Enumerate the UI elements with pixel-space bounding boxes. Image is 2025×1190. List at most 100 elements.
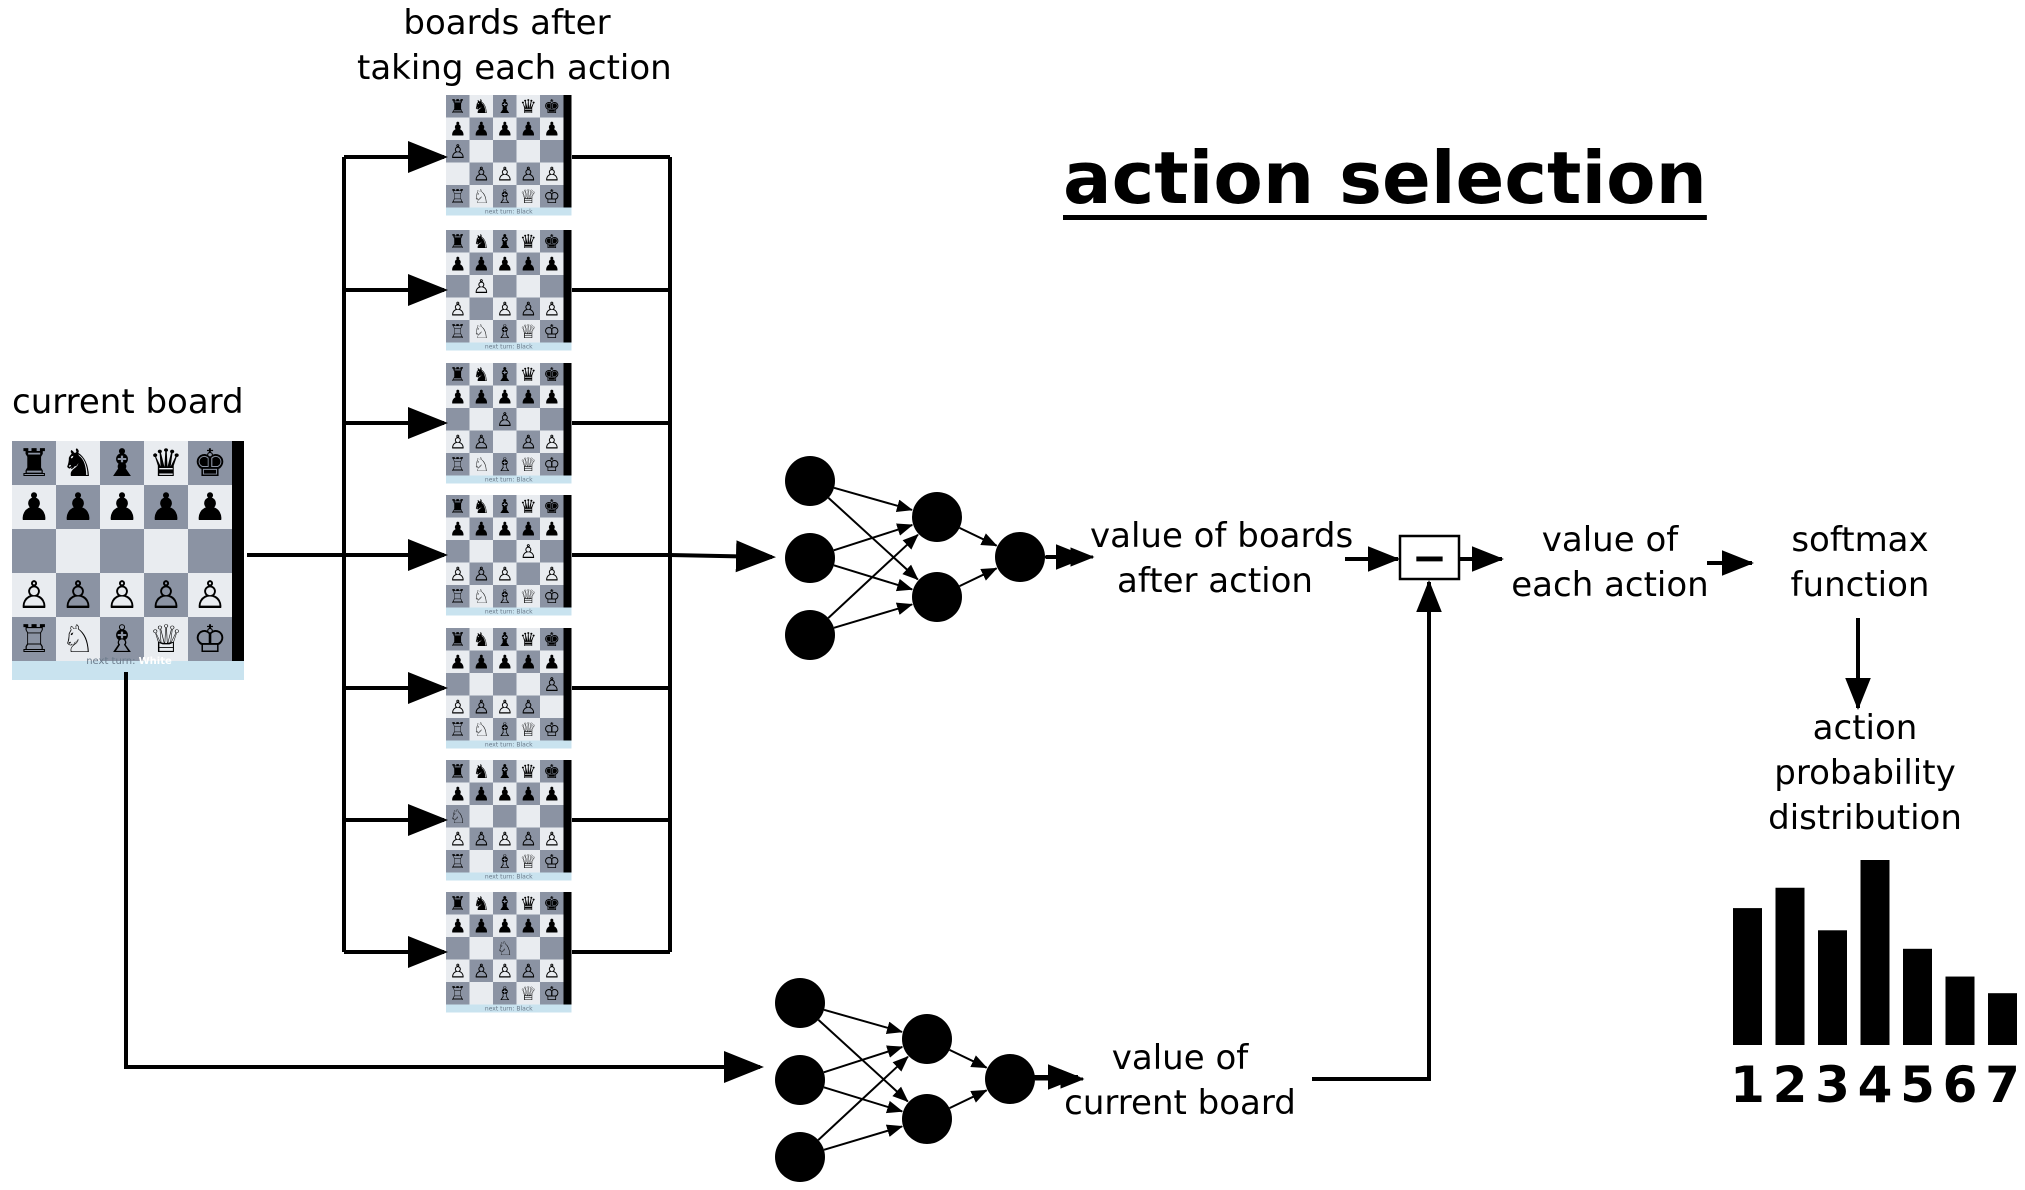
value-current-label-line2: current board [1064,1083,1296,1123]
board-after-action-4-footer-strip [446,607,572,616]
board-after-action-7-square [540,914,564,937]
arrow-current-to-minus [1312,580,1442,1081]
value-after-label-line2: after action [1117,561,1313,601]
current-board-footer-strip [12,661,244,680]
current-board-square [56,485,100,529]
board-after-action-6-piece: ♙ [543,829,560,851]
current-board-square [100,441,144,485]
board-after-action-4-square [540,562,564,585]
board-after-action-6-square [540,805,564,828]
board-after-action-5-footer: next turn: Black [485,742,533,749]
board-after-action-4-square [446,585,470,608]
board-after-action-2-square [516,320,540,343]
board-after-action-2-piece: ♖ [449,321,466,343]
board-after-action-4-piece: ♟ [473,519,490,541]
board-after-action-7-square [469,892,493,915]
board-after-action-2-square [516,230,540,253]
board-after-action-3-piece: ♕ [520,454,537,476]
board-after-action-2-piece: ♟ [449,254,466,276]
net-top-node [995,532,1045,582]
current-board-square [100,573,144,617]
net-top-node [785,456,835,506]
bar-label-6: 6 [1942,1056,1978,1114]
bar-label-7: 7 [1985,1056,2020,1114]
board-after-action-6-square [469,827,493,850]
board-after-action-5-square [493,628,517,651]
net-bottom-edge [823,1045,904,1074]
board-after-action-6-square [516,827,540,850]
probability-bar-7 [1988,993,2017,1045]
board-after-action-2-square [540,320,564,343]
board-after-action-6-square [446,850,470,873]
board-after-action-4-piece: ♘ [473,586,490,608]
board-after-action-6-square [516,782,540,805]
board-after-action-6-piece: ♟ [473,784,490,806]
board-after-action-2-square [540,252,564,275]
board-after-action-4-square [493,562,517,585]
board-after-action-4-piece: ♕ [520,586,537,608]
board-after-action-5-piece: ♙ [473,697,490,719]
board-after-action-3-piece: ♙ [449,432,466,454]
boards-layer: ♜♞♝♛♚♟♟♟♟♟♙♙♙♙♙♖♘♗♕♔♜♞♝♛♚♟♟♟♟♟♙♙♙♙♙♖♘♗♕♔… [12,95,572,1013]
board-after-action-6-square [540,782,564,805]
board-after-action-6-piece: ♚ [543,761,560,783]
current-board-piece: ♟ [61,485,95,529]
board-after-action-3: ♜♞♝♛♚♟♟♟♟♟♙♙♙♙♙♖♘♗♕♔next turn: Black [446,363,572,484]
board-after-action-3-piece: ♜ [449,364,466,386]
bar-label-5: 5 [1900,1056,1935,1114]
board-after-action-2-square [469,252,493,275]
board-after-action-1-square [540,140,564,163]
board-after-action-3-piece: ♟ [473,387,490,409]
board-after-action-6-piece: ♟ [543,784,560,806]
board-after-action-2: ♜♞♝♛♚♟♟♟♟♟♙♙♙♙♙♖♘♗♕♔next turn: Black [446,230,572,351]
board-after-action-7-square [446,937,470,960]
board-after-action-1-piece: ♝ [496,96,513,118]
board-after-action-3-square [493,430,517,453]
board-after-action-7-piece: ♕ [520,983,537,1005]
board-after-action-7-piece: ♟ [449,916,466,938]
board-after-action-6-square [469,782,493,805]
board-after-action-1-square [469,95,493,118]
board-after-action-3-piece: ♟ [520,387,537,409]
board-after-action-6-piece: ♙ [520,829,537,851]
board-after-action-1-square [446,117,470,140]
board-after-action-5-piece: ♟ [543,652,560,674]
board-after-action-1-square [516,185,540,208]
arrow-to-network-bottom [124,672,764,1083]
board-after-action-1-square [446,162,470,185]
board-after-action-7-piece: ♙ [449,961,466,983]
board-after-action-3-square [516,363,540,386]
net-bottom-edge [949,1048,988,1069]
board-after-action-6-square [446,782,470,805]
board-after-action-3-piece: ♘ [473,454,490,476]
board-after-action-4-square [469,540,493,563]
board-after-action-5-piece: ♛ [520,629,537,651]
board-after-action-3-square [516,430,540,453]
board-after-action-2-square [446,320,470,343]
current-board-square [12,617,56,661]
board-after-action-6-square [540,850,564,873]
current-board-square [12,529,56,573]
board-after-action-7-square [446,914,470,937]
board-after-action-3-square [540,408,564,431]
board-after-action-5-square [540,650,564,673]
board-after-action-4-square [516,562,540,585]
board-after-action-4-square [446,540,470,563]
board-after-action-5-square [469,673,493,696]
current-board-piece: ♛ [149,441,183,485]
board-after-action-4-piece: ♙ [449,564,466,586]
board-after-action-2-piece: ♝ [496,231,513,253]
board-after-action-5-piece: ♙ [520,697,537,719]
board-after-action-6-piece: ♟ [449,784,466,806]
board-after-action-2-piece: ♔ [543,321,560,343]
board-after-action-1-square [493,95,517,118]
board-after-action-2-square [469,320,493,343]
board-after-action-5-piece: ♙ [496,697,513,719]
board-after-action-6-square [446,827,470,850]
probability-bar-5 [1903,948,1932,1045]
value-network-after-action [785,456,1095,660]
probability-bar-2 [1775,887,1805,1045]
board-after-action-1-piece: ♟ [496,119,513,141]
board-after-action-7-square [469,959,493,982]
net-bottom-node [775,1055,825,1105]
